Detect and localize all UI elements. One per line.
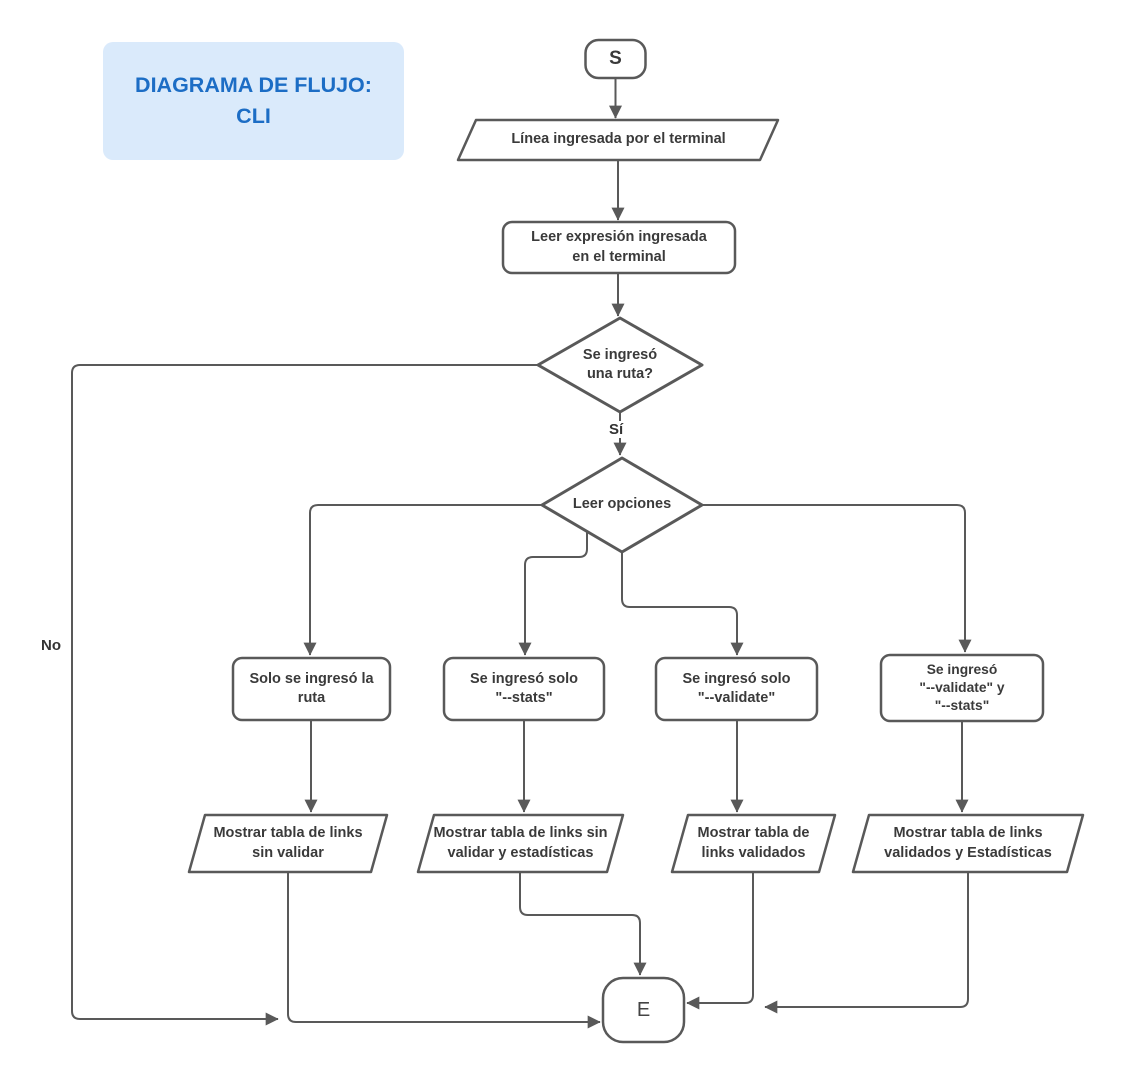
end-terminator-shape	[601, 976, 686, 1044]
yes-edge-label: Sí	[606, 421, 627, 438]
output-validated-stats-parallelogram	[851, 813, 1085, 874]
branch-stats-only-process	[442, 656, 606, 722]
edge-options-to-validate-stats	[702, 504, 972, 653]
edge-output3-to-end	[686, 872, 754, 1010]
no-edge-label: No	[38, 637, 64, 654]
read-options-decision	[540, 456, 704, 554]
diagram-title-box	[103, 42, 404, 160]
edge-options-to-stats-only	[518, 531, 588, 656]
edge-options-to-validate-only	[621, 552, 744, 656]
read-expression-process	[501, 220, 737, 275]
output-validated-parallelogram	[670, 813, 837, 874]
branch-validate-only-process	[654, 656, 819, 722]
output-unvalidated-parallelogram	[187, 813, 389, 874]
edge-output2-to-end	[519, 872, 647, 976]
edge-no	[71, 364, 538, 1026]
route-check-decision	[536, 316, 704, 414]
branch-route-only-process	[231, 656, 392, 722]
output-unvalidated-stats-parallelogram	[416, 813, 625, 874]
edge-output1-to-end	[287, 872, 601, 1029]
start-terminator-shape	[584, 38, 647, 80]
input-line-parallelogram	[456, 118, 780, 162]
diagram-title: DIAGRAMA DE FLUJO: CLI	[135, 72, 372, 128]
branch-validate-stats-process	[879, 653, 1045, 723]
edge-output4-to-merge	[764, 872, 969, 1014]
edge-options-to-route-only	[303, 504, 542, 656]
